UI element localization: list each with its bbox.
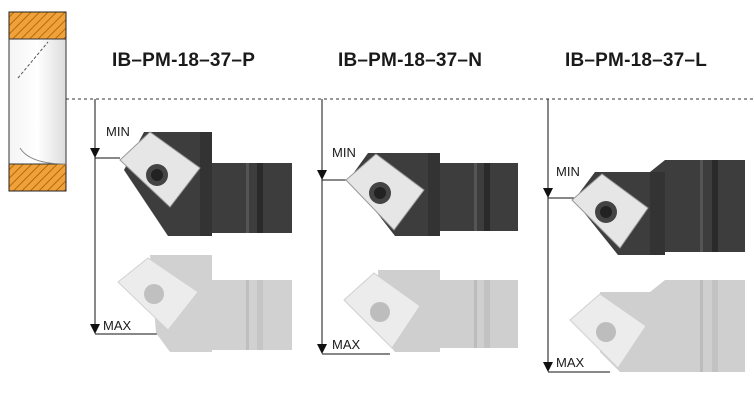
title-tool-l: IB–PM-18–37–L bbox=[565, 50, 708, 71]
screw-icon bbox=[370, 302, 390, 322]
screw-icon bbox=[596, 322, 616, 342]
max-label: MAX bbox=[556, 355, 585, 370]
title-tool-n: IB–PM-18–37–N bbox=[338, 50, 483, 71]
screw-icon bbox=[144, 284, 164, 304]
holder-min bbox=[345, 153, 518, 236]
holder-min bbox=[119, 131, 292, 236]
min-label: MIN bbox=[332, 145, 356, 160]
holder-max bbox=[569, 280, 745, 372]
tool-n-diagram: MIN MAX bbox=[317, 99, 518, 355]
min-label: MIN bbox=[106, 124, 130, 139]
max-label: MAX bbox=[332, 337, 361, 352]
tool-l-diagram: MIN MAX bbox=[543, 99, 745, 373]
holder-max bbox=[343, 270, 518, 352]
bore-section bbox=[8, 11, 67, 192]
min-label: MIN bbox=[556, 164, 580, 179]
max-label: MAX bbox=[103, 318, 132, 333]
holder-min bbox=[571, 160, 745, 255]
holder-max bbox=[117, 255, 292, 352]
title-tool-p: IB–PM-18–37–P bbox=[112, 50, 256, 71]
tool-p-diagram: MIN MAX bbox=[90, 99, 292, 352]
